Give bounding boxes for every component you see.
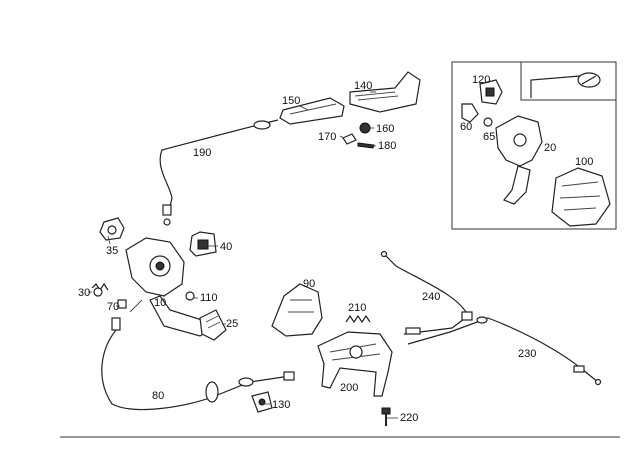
label-220: 220	[400, 412, 418, 424]
label-140: 140	[354, 80, 372, 92]
part-140-bracket	[349, 71, 421, 113]
part-240-cable	[380, 250, 473, 335]
part-90-cover	[271, 283, 323, 337]
label-120: 120	[472, 74, 490, 86]
label-80: 80	[152, 390, 164, 402]
label-210: 210	[348, 302, 366, 314]
label-160: 160	[376, 123, 394, 135]
part-30-spring	[91, 282, 109, 297]
leader-lines	[88, 91, 398, 419]
part-170-clip	[342, 133, 357, 145]
part-35-clip	[99, 217, 125, 241]
part-150-pedal-bracket	[279, 97, 345, 125]
label-150: 150	[282, 95, 300, 107]
part-220-bolt	[381, 407, 391, 426]
label-65: 65	[483, 131, 495, 143]
part-25-pedal-pad	[199, 309, 227, 341]
label-180: 180	[378, 140, 396, 152]
part-120-switch	[479, 79, 503, 105]
label-130: 130	[272, 399, 290, 411]
label-230: 230	[518, 348, 536, 360]
label-190: 190	[193, 147, 211, 159]
part-130-bracket	[251, 391, 273, 413]
inset-legend-box	[520, 61, 617, 101]
part-60-knob	[461, 103, 479, 123]
part-70-clip	[117, 299, 127, 309]
label-35: 35	[106, 245, 118, 257]
part-110-washer	[185, 291, 195, 301]
part-180-screw	[357, 142, 375, 149]
label-20: 20	[544, 142, 556, 154]
label-25: 25	[226, 318, 238, 330]
label-100: 100	[575, 156, 593, 168]
label-110: 110	[200, 292, 218, 304]
part-210-spring	[345, 314, 371, 324]
label-30: 30	[78, 287, 90, 299]
part-40-mount	[189, 231, 217, 257]
part-20-pedal-lever	[495, 115, 543, 205]
part-65-washer	[483, 117, 493, 127]
right-hand-drive-symbol	[530, 72, 601, 98]
label-170: 170	[318, 131, 336, 143]
part-200-lever-housing	[317, 331, 393, 397]
part-190-cable	[159, 119, 279, 226]
part-100-housing	[551, 167, 611, 227]
label-240: 240	[422, 291, 440, 303]
label-60: 60	[460, 121, 472, 133]
label-200: 200	[340, 382, 358, 394]
part-10-pedal-assembly	[125, 237, 211, 337]
label-40: 40	[220, 241, 232, 253]
label-70: 70	[107, 301, 119, 313]
part-80-cable	[101, 317, 295, 411]
label-90: 90	[303, 278, 315, 290]
part-230-cable	[407, 316, 602, 386]
label-10: 10	[154, 297, 166, 309]
